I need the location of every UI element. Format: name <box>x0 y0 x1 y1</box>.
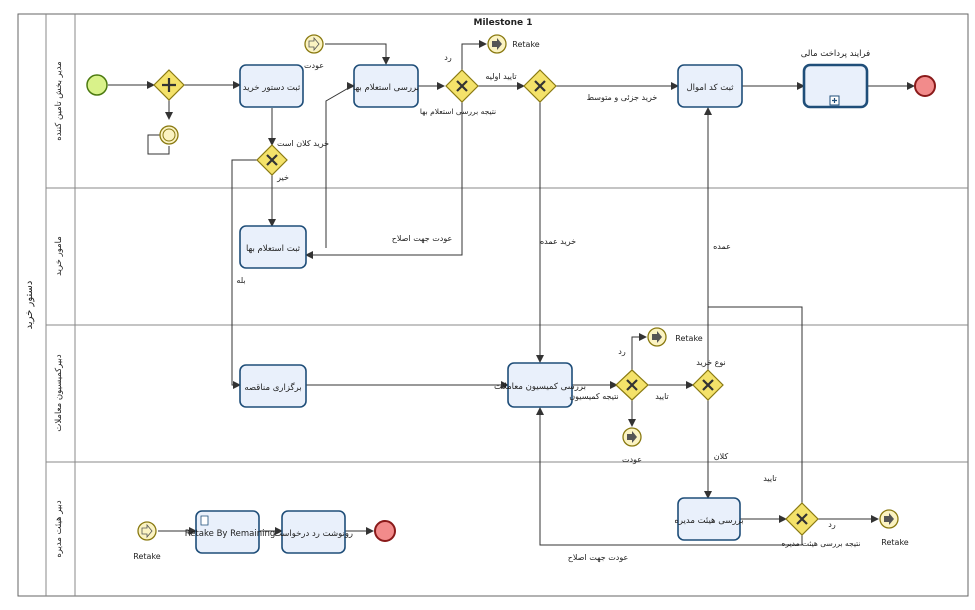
end-event[interactable] <box>914 75 936 97</box>
label-reject: رد <box>444 53 452 62</box>
label-reject: رد <box>828 520 836 529</box>
flow-gw-to-retake <box>461 40 487 70</box>
svg-text:رونوشت رد درخواست: رونوشت رد درخواست <box>274 529 353 539</box>
task-commission-review[interactable]: بررسی کمیسیون معاملات <box>494 362 586 408</box>
task-asset-code[interactable]: ثبت کد اموال <box>677 64 743 108</box>
lane-label-4: دبیر هیئت مدیره <box>54 500 64 558</box>
svg-text:ثبت استعلام بها: ثبت استعلام بها <box>246 244 301 254</box>
label-bulk-purchase: خرید عمده <box>540 237 576 246</box>
label-big-purchase-question: خرید کلان است <box>277 139 329 148</box>
gateway-purchase-type[interactable] <box>692 369 724 401</box>
label-small-medium: خرید جزئی و متوسط <box>587 93 658 102</box>
gateway-board-result[interactable] <box>785 502 819 536</box>
task-payment-subprocess[interactable] <box>802 63 869 109</box>
label-return: عودت <box>622 455 642 464</box>
pool-title: دستور خرید <box>24 281 35 330</box>
task-board-review[interactable]: بررسی هیئت مدیره <box>674 497 744 541</box>
svg-text:بررسی استعلام بها: بررسی استعلام بها <box>353 83 419 93</box>
label-approve: تایید <box>763 474 777 483</box>
gateway-big-purchase[interactable] <box>256 144 288 176</box>
flow-return-to-review <box>325 43 390 65</box>
milestone-title: Milestone 1 <box>474 18 533 28</box>
start-event[interactable] <box>86 74 108 96</box>
flow-fix-return-1 <box>305 102 463 259</box>
task-copy-reject[interactable]: رونوشت رد درخواست <box>274 510 353 554</box>
flow-register-to-review <box>325 82 355 248</box>
flow-board-approve <box>708 306 803 503</box>
label-fix-return: عودت جهت اصلاح <box>392 234 453 243</box>
label-bulk: عمده <box>713 242 731 251</box>
label-initial-approval: تایید اولیه <box>485 72 516 81</box>
svg-text:برگزاری مناقصه: برگزاری مناقصه <box>244 382 301 393</box>
label-board-result: نتیجه بررسی هیئت مدیره <box>782 539 861 548</box>
label-retake: Retake <box>675 334 703 343</box>
flow-fix-return-2 <box>536 407 803 546</box>
label-retake: Retake <box>512 40 540 49</box>
gateway-purchase-size[interactable] <box>523 69 557 103</box>
catch-link-event-icon <box>304 34 324 54</box>
label-purchase-type: نوع خرید <box>696 358 725 367</box>
lane-label-2: مامور خرید <box>54 236 64 276</box>
script-icon <box>200 515 209 526</box>
label-inquiry-result: نتیجه بررسی استعلام بها <box>420 107 496 116</box>
lane-label-3: دبیرکمیسیون معاملات <box>54 354 64 431</box>
svg-text:بررسی کمیسیون معاملات: بررسی کمیسیون معاملات <box>494 382 586 392</box>
flow-reject-to-retake <box>631 333 647 370</box>
gateway-inquiry-result[interactable] <box>445 69 479 103</box>
gateway-commission-result[interactable] <box>615 369 649 401</box>
pool-frame <box>17 13 969 597</box>
label-yes: بله <box>236 276 245 285</box>
parallel-gateway[interactable] <box>153 69 185 101</box>
svg-text:Retake By Remaining: Retake By Remaining <box>185 529 276 539</box>
svg-text:بررسی هیئت مدیره: بررسی هیئت مدیره <box>674 516 743 526</box>
label-macro: کلان <box>714 452 729 461</box>
lane-label-1: مدیر بخش تامین کننده <box>54 61 64 141</box>
flow-loop-back <box>147 134 170 155</box>
task-tender[interactable]: برگزاری مناقصه <box>239 364 307 408</box>
catch-link-event-icon <box>137 521 157 541</box>
task-inquiry-review[interactable]: بررسی استعلام بها <box>353 64 419 108</box>
label-fix-return: عودت جهت اصلاح <box>568 553 629 562</box>
label-reject: رد <box>618 347 626 356</box>
label-retake: Retake <box>133 552 161 561</box>
task-inquiry-register[interactable]: ثبت استعلام بها <box>239 225 307 269</box>
svg-text:ثبت دستور خرید: ثبت دستور خرید <box>243 83 301 93</box>
label-no: خیر <box>276 173 289 182</box>
svg-text:ثبت کد اموال: ثبت کد اموال <box>686 83 734 93</box>
label-approve: تایید <box>655 392 669 401</box>
flow-yes-to-tender <box>231 159 258 389</box>
label-commission-result: نتیجه کمیسیون <box>569 392 618 401</box>
label-retake: Retake <box>881 538 909 547</box>
label-return: عودت <box>304 61 324 70</box>
task-order-register[interactable]: ثبت دستور خرید <box>239 64 304 108</box>
task-retake-remaining[interactable]: Retake By Remaining <box>185 510 276 554</box>
payment-subprocess-label: فرایند پرداخت مالی <box>801 49 871 59</box>
end-event[interactable] <box>374 520 396 542</box>
